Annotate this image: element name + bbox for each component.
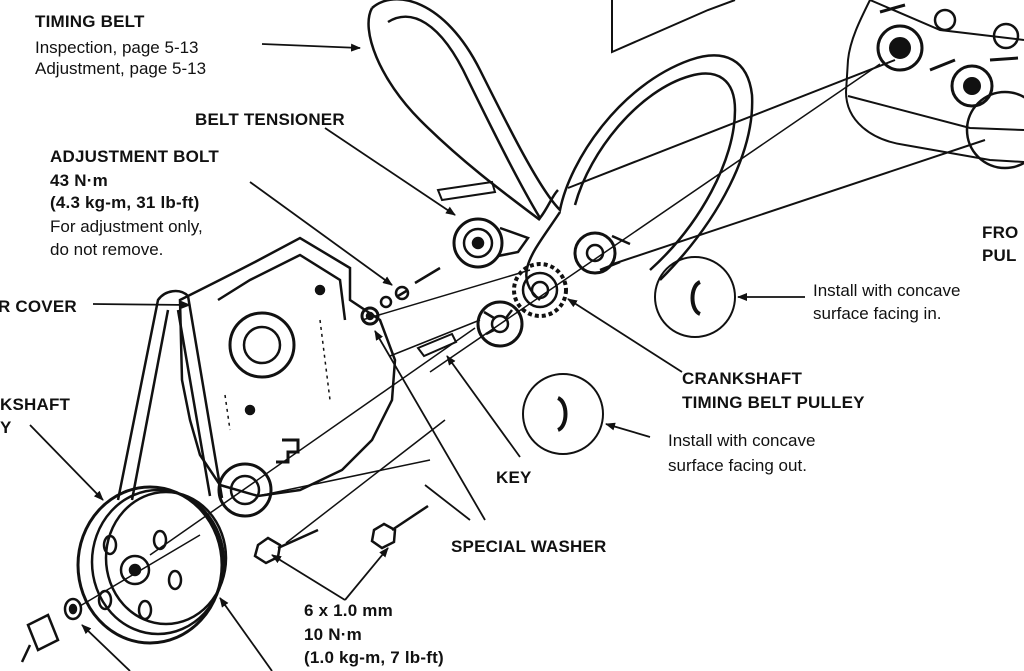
adjustment-bolt-label: ADJUSTMENT BOLT <box>50 147 219 166</box>
assembly-centerlines <box>79 269 531 607</box>
cover-bolts <box>253 504 429 565</box>
crankshaft-pulley <box>76 289 228 645</box>
crankshaft-label-partial-2: Y <box>0 418 12 437</box>
install-in-note-1: Install with concave <box>813 281 961 300</box>
lower-timing-cover <box>178 236 397 518</box>
concave-detail-callouts <box>522 256 736 455</box>
key-label: KEY <box>496 468 532 487</box>
crankshaft-pulley-label-2: TIMING BELT PULLEY <box>682 393 865 412</box>
leader-lines <box>29 43 805 671</box>
timing-belt <box>367 0 754 301</box>
install-in-note-2: surface facing in. <box>813 304 942 323</box>
adjustment-bolt-torque: 43 N·m <box>50 171 108 190</box>
crankshaft-label-partial-1: KSHAFT <box>0 395 71 414</box>
belt-tensioner <box>360 180 530 326</box>
bolt-spec-torque: 10 N·m <box>304 625 362 644</box>
adjustment-bolt-note-2: do not remove. <box>50 240 164 259</box>
timing-belt-label: TIMING BELT <box>35 12 145 31</box>
crankshaft-pulley-label-1: CRANKSHAFT <box>682 369 803 388</box>
engine-block <box>611 0 1024 170</box>
install-out-note-1: Install with concave <box>668 431 816 450</box>
cover-label-partial: R COVER <box>0 297 77 316</box>
bolt-spec-size: 6 x 1.0 mm <box>304 601 393 620</box>
bolt-spec-torque-alt: (1.0 kg-m, 7 lb-ft) <box>304 648 444 667</box>
housing-cylinder <box>429 59 986 373</box>
adjustment-bolt-torque-alt: (4.3 kg-m, 31 lb-ft) <box>50 193 200 212</box>
adjustment-bolt-note-1: For adjustment only, <box>50 217 203 236</box>
belt-guide-plates <box>416 300 524 358</box>
pulley-bolt-washer <box>20 597 83 663</box>
special-washer-label: SPECIAL WASHER <box>451 537 607 556</box>
install-out-note-2: surface facing out. <box>668 456 807 475</box>
timing-belt-inspection-ref: Inspection, page 5-13 <box>35 38 199 57</box>
crankshaft-timing-pulley <box>512 231 631 318</box>
front-label-partial: FRO <box>982 223 1019 242</box>
belt-tensioner-label: BELT TENSIONER <box>195 110 345 129</box>
timing-belt-adjustment-ref: Adjustment, page 5-13 <box>35 59 207 78</box>
pulley-label-partial: PUL <box>982 246 1017 265</box>
